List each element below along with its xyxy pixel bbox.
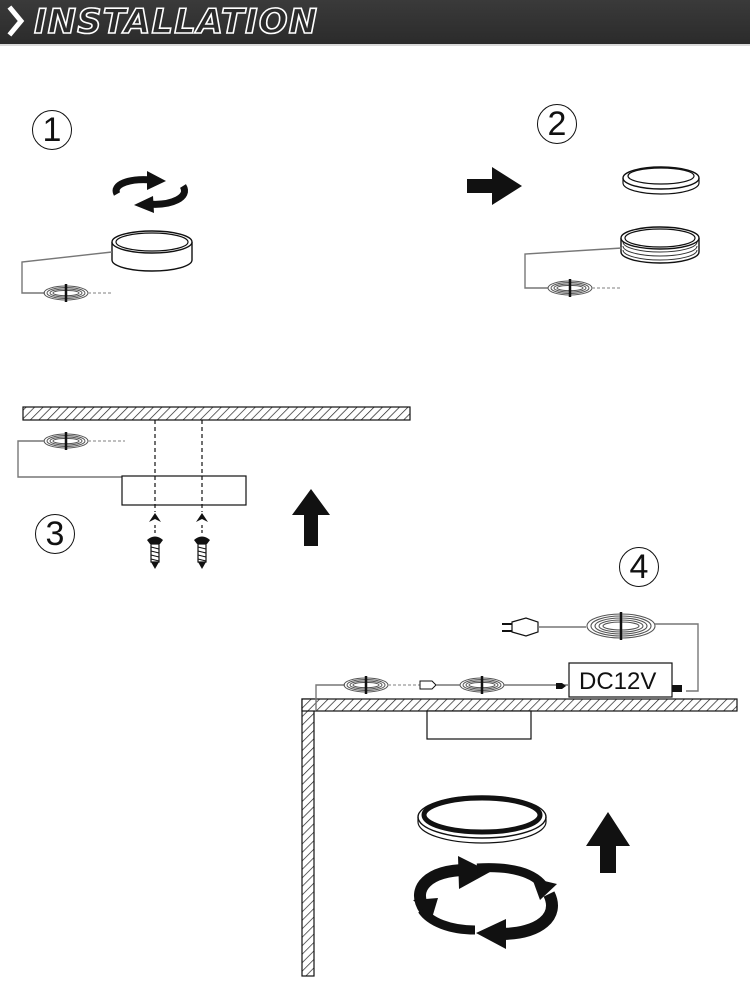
step3-ceiling-panel xyxy=(22,406,411,421)
step2-cable xyxy=(524,247,623,299)
step1-cable xyxy=(21,251,113,304)
step4-cabinet-panel xyxy=(301,698,738,712)
step3-cable xyxy=(17,430,125,478)
step3-screw-guides xyxy=(149,420,208,533)
driver-label: DC12V xyxy=(579,668,656,695)
step2-cover-ring xyxy=(622,166,700,195)
step-1-badge: 1 xyxy=(32,110,72,150)
chevron-right-icon xyxy=(7,5,25,37)
step1-light-puck xyxy=(111,230,193,272)
step4-power-cord xyxy=(586,612,699,692)
step2-light-puck xyxy=(620,226,700,264)
step4-cable xyxy=(315,674,569,710)
step4-plug-icon xyxy=(502,617,586,637)
step-4-badge: 4 xyxy=(619,547,659,587)
step2-right-arrow-icon xyxy=(467,167,522,205)
step4-light-disc xyxy=(417,795,547,844)
page-title: INSTALLATION xyxy=(33,2,319,42)
step4-wall xyxy=(301,698,315,977)
step4-dc12v-driver: DC12V xyxy=(568,662,682,698)
step3-mounting-base xyxy=(121,475,247,506)
step1-rotate-icon xyxy=(112,171,188,213)
step4-rotate-icon xyxy=(413,856,558,949)
step4-mounted-base xyxy=(426,710,532,740)
step4-up-arrow-icon xyxy=(586,812,630,873)
step-2-badge: 2 xyxy=(537,104,577,144)
page-header: INSTALLATION xyxy=(0,0,750,46)
step-3-badge: 3 xyxy=(35,514,75,554)
step3-screw-left-icon xyxy=(146,535,164,570)
step3-up-arrow-icon xyxy=(292,489,330,546)
step3-screw-right-icon xyxy=(193,535,211,570)
